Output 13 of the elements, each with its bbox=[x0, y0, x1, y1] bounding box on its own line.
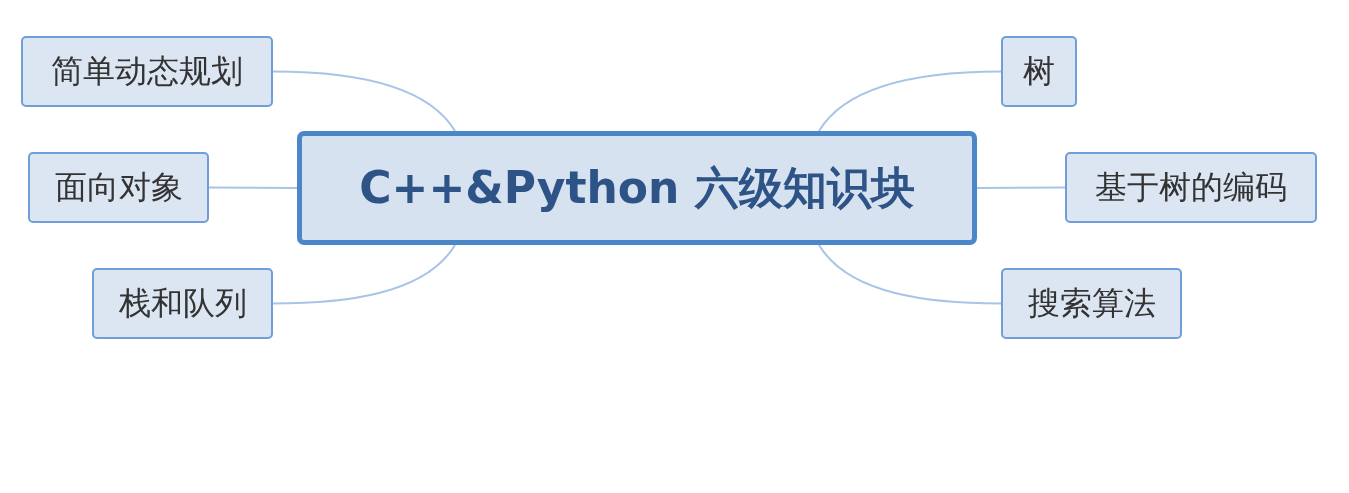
connector-line bbox=[272, 244, 456, 305]
topic-box: 简单动态规划 bbox=[21, 36, 273, 107]
topic-box: 基于树的编码 bbox=[1065, 152, 1317, 223]
topic-box: 搜索算法 bbox=[1001, 268, 1182, 339]
central-topic-box: C++&Python 六级知识块 bbox=[297, 131, 977, 245]
connector-line bbox=[976, 186, 1066, 189]
topic-box: 面向对象 bbox=[28, 152, 209, 223]
topic-box: 栈和队列 bbox=[92, 268, 273, 339]
connector-line bbox=[818, 244, 1002, 305]
connector-line bbox=[818, 70, 1002, 132]
topic-box: 树 bbox=[1001, 36, 1077, 107]
connector-line bbox=[208, 186, 298, 189]
connector-line bbox=[272, 70, 456, 132]
